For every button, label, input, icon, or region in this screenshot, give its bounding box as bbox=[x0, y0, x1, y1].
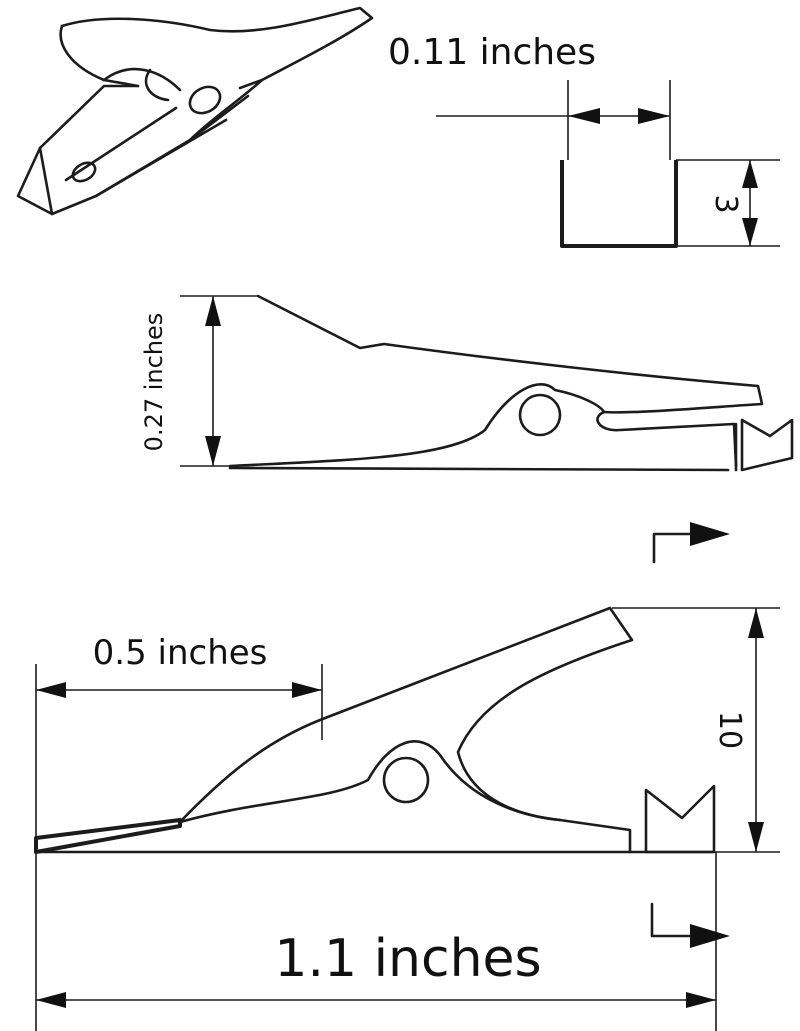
jaw-depth-label: 3 bbox=[708, 194, 743, 213]
perspective-clip-view bbox=[16, 6, 374, 216]
section-marker-lower bbox=[650, 902, 730, 948]
total-height-arrow-bottom bbox=[748, 822, 764, 852]
total-length-arrow-left bbox=[36, 992, 66, 1008]
jaw-cross-section: 0.11 inches 3 bbox=[388, 32, 780, 248]
lever-length-arrow-left bbox=[36, 682, 66, 698]
jaw-depth-arrow-top bbox=[742, 160, 758, 188]
total-height-label: 10 bbox=[712, 711, 747, 749]
jaw-width-arrow-left bbox=[568, 108, 600, 124]
side-height-label: 0.27 inches bbox=[140, 313, 168, 452]
jaw-width-arrow-right bbox=[638, 108, 670, 124]
lever-length-arrow-right bbox=[292, 682, 322, 698]
side-height-arrow-bottom bbox=[205, 436, 221, 466]
total-length-label: 1.1 inches bbox=[274, 929, 541, 989]
section-marker-upper bbox=[652, 522, 730, 564]
side-height-arrow-top bbox=[205, 296, 221, 326]
total-height-arrow-top bbox=[748, 608, 764, 638]
jaw-depth-arrow-bottom bbox=[742, 218, 758, 246]
total-length-arrow-right bbox=[686, 992, 716, 1008]
jaw-width-label: 0.11 inches bbox=[388, 32, 596, 73]
side-view-clip: 0.27 inches bbox=[140, 294, 794, 472]
main-view-clip: 0.5 inches 10 1.1 inches bbox=[34, 606, 780, 1031]
lever-length-label: 0.5 inches bbox=[93, 633, 268, 673]
